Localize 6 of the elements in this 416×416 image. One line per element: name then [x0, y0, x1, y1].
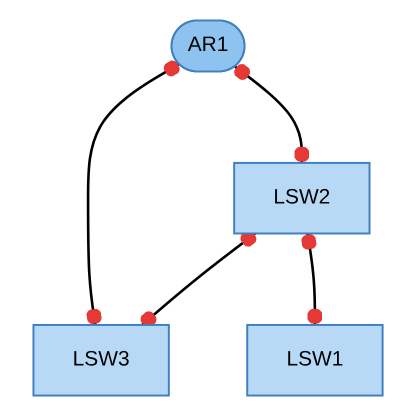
connector [234, 64, 310, 163]
node-box: LSW1 [246, 324, 384, 396]
connector [300, 233, 323, 325]
node-box: LSW2 [233, 162, 370, 234]
connector [86, 60, 180, 326]
node-box: LSW3 [32, 324, 170, 396]
